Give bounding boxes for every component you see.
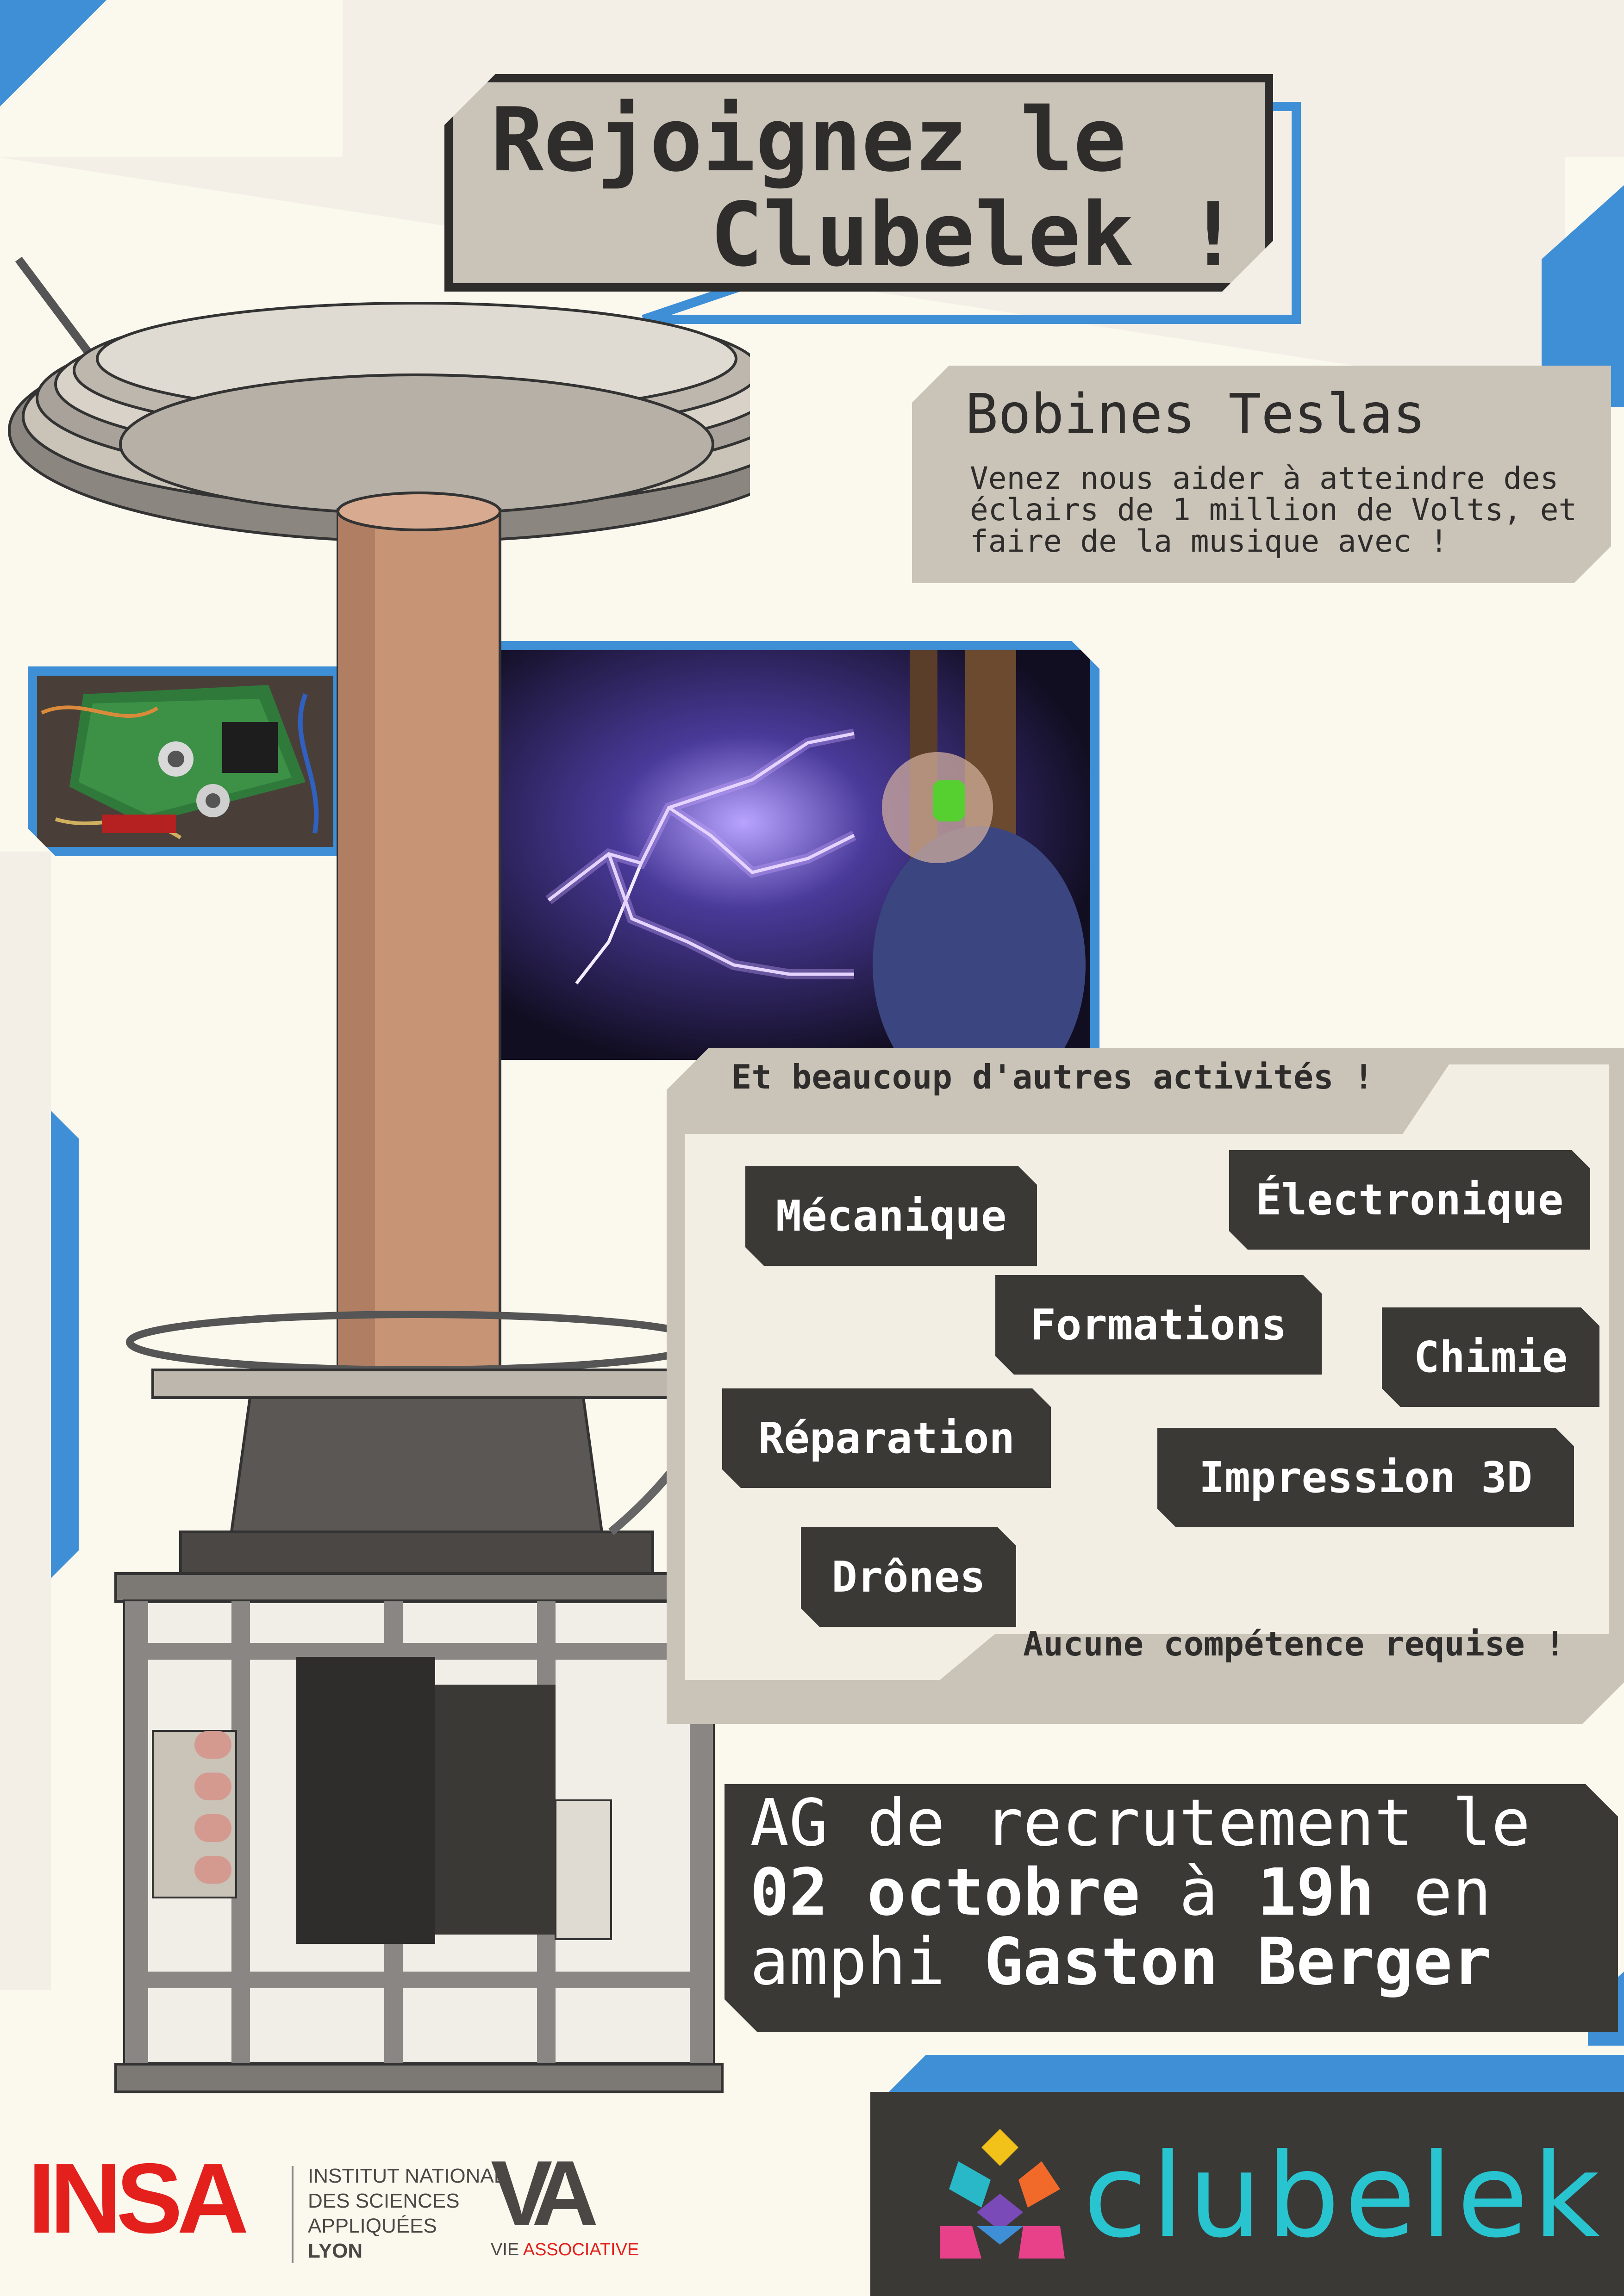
project-description-line: Venez nous aider à atteindre des xyxy=(970,460,1559,496)
blue-band-right xyxy=(1542,185,1624,407)
tag-label: Mécanique xyxy=(775,1191,1007,1241)
activities-footer: Aucune compétence requise ! xyxy=(1023,1624,1565,1663)
event-date: 02 octobre xyxy=(750,1855,1140,1930)
va-wordmark: VA xyxy=(491,2142,599,2245)
va-caption: VIE ASSOCIATIVE xyxy=(491,2240,639,2260)
tag-label: Formations xyxy=(1030,1300,1287,1350)
event-in: en xyxy=(1374,1855,1492,1930)
tesla-arc-photo xyxy=(493,641,1099,1060)
tag-formations: Formations xyxy=(995,1275,1322,1375)
tesla-arc-image xyxy=(493,641,1099,1060)
tesla-coil-illustration xyxy=(8,256,750,2093)
tag-drones: Drônes xyxy=(801,1527,1016,1627)
blue-band-top-left xyxy=(0,0,106,106)
tag-impression-3d: Impression 3D xyxy=(1157,1428,1574,1527)
title-line-1: Rejoignez le xyxy=(491,89,1126,191)
event-at: à xyxy=(1140,1855,1257,1930)
tag-electronique: Électronique xyxy=(1229,1150,1590,1250)
footer-dark-band xyxy=(870,2092,1624,2296)
title-box xyxy=(444,74,1273,292)
page-title: Rejoignez le Clubelek ! xyxy=(491,93,1255,282)
tag-reparation: Réparation xyxy=(722,1388,1051,1488)
insa-institution: INSTITUT NATIONAL DES SCIENCES APPLIQUÉE… xyxy=(308,2164,505,2264)
event-place: Gaston Berger xyxy=(984,1924,1492,2000)
event-line-3: amphi Gaston Berger xyxy=(750,1928,1611,1997)
insa-wordmark: INSA xyxy=(28,2142,249,2254)
tag-label: Réparation xyxy=(758,1413,1015,1463)
project-heading: Bobines Teslas xyxy=(965,382,1426,446)
tag-chimie: Chimie xyxy=(1382,1307,1599,1407)
insa-separator xyxy=(292,2166,294,2263)
va-caption-vie: VIE xyxy=(491,2240,523,2259)
insa-line: DES SCIENCES xyxy=(308,2190,460,2212)
event-time: 19h xyxy=(1257,1855,1374,1930)
insa-logo: INSA xyxy=(28,2148,287,2248)
event-box xyxy=(725,1784,1618,2032)
va-logo: VA VIE ASSOCIATIVE xyxy=(491,2142,639,2268)
blue-band-bottom xyxy=(889,2055,1624,2092)
circuit-board-image xyxy=(28,666,343,856)
insa-line: INSTITUT NATIONAL xyxy=(308,2165,506,2187)
va-caption-associative: ASSOCIATIVE xyxy=(523,2240,639,2259)
clubelek-wordmark: clubelek xyxy=(1083,2128,1605,2263)
tag-mecanique: Mécanique xyxy=(745,1166,1037,1266)
event-line-2: 02 octobre à 19h en xyxy=(750,1858,1611,1928)
tag-label: Chimie xyxy=(1413,1332,1568,1382)
beige-band-left xyxy=(0,852,51,1990)
event-announcement: AG de recrutement le 02 octobre à 19h en… xyxy=(750,1789,1611,1997)
tag-label: Électronique xyxy=(1255,1175,1564,1225)
circuit-board-photo xyxy=(28,666,343,856)
tag-label: Drônes xyxy=(831,1552,986,1602)
project-box xyxy=(912,366,1611,583)
event-intro: AG de recrutement le xyxy=(750,1786,1530,1861)
project-description-line: éclairs de 1 million de Volts, et xyxy=(970,492,1577,528)
clubelek-logo-icon xyxy=(940,2129,1065,2259)
tag-label: Impression 3D xyxy=(1199,1453,1533,1502)
event-line-1: AG de recrutement le xyxy=(750,1789,1611,1858)
activities-heading: Et beaucoup d'autres activités ! xyxy=(731,1058,1374,1096)
event-room-prefix: amphi xyxy=(750,1924,984,2000)
title-line-2: Clubelek ! xyxy=(710,184,1240,286)
insa-line: APPLIQUÉES xyxy=(308,2215,437,2237)
project-description-line: faire de la musique avec ! xyxy=(970,523,1449,559)
insa-line: LYON xyxy=(308,2240,363,2262)
